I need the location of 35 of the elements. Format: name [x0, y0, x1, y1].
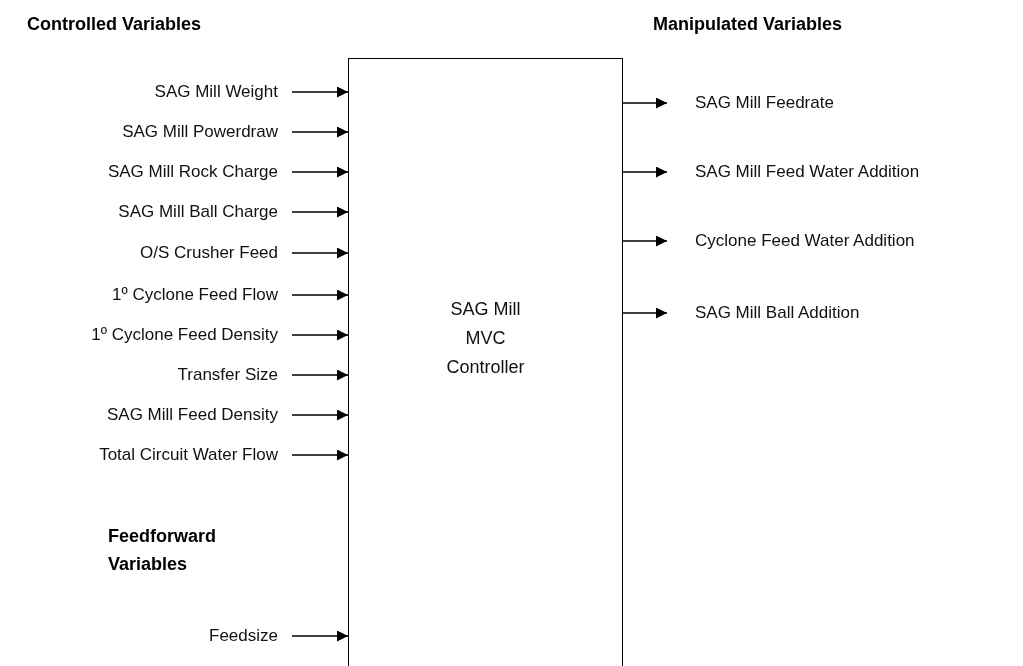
variable-label: Transfer Size [177, 365, 278, 385]
variable-label: SAG Mill Feedrate [695, 93, 834, 113]
section-heading: Controlled Variables [27, 13, 202, 36]
arrow [291, 369, 349, 381]
variable-label: SAG Mill Ball Addition [695, 303, 860, 323]
variable-label: 1º Cyclone Feed Flow [112, 285, 278, 305]
section-heading: Feedforward Variables [108, 525, 218, 576]
controller-box [348, 58, 623, 666]
arrow [291, 166, 349, 178]
variable-label: SAG Mill Feed Water Addition [695, 162, 920, 182]
arrow [291, 409, 349, 421]
arrow [291, 247, 349, 259]
arrow [291, 449, 349, 461]
variable-label: Cyclone Feed Water Addition [695, 231, 915, 251]
variable-label: 1º Cyclone Feed Density [91, 325, 278, 345]
variable-label: Total Circuit Water Flow [99, 445, 278, 465]
arrow [291, 126, 349, 138]
arrow [291, 86, 349, 98]
arrow [291, 630, 349, 642]
variable-label: SAG Mill Feed Density [107, 405, 278, 425]
arrow [291, 206, 349, 218]
arrow [622, 97, 668, 109]
variable-label: SAG Mill Rock Charge [107, 162, 278, 182]
arrow [622, 235, 668, 247]
variable-label: SAG Mill Ball Charge [118, 202, 278, 222]
variable-label: SAG Mill Powerdraw [122, 122, 278, 142]
arrow [622, 307, 668, 319]
arrow [622, 166, 668, 178]
controller-label: SAG Mill MVC Controller [445, 298, 526, 379]
variable-label: O/S Crusher Feed [140, 243, 278, 263]
arrow [291, 289, 349, 301]
variable-label: SAG Mill Weight [154, 82, 278, 102]
arrow [291, 329, 349, 341]
variable-label: Feedsize [209, 626, 278, 646]
section-heading: Manipulated Variables [653, 13, 843, 36]
